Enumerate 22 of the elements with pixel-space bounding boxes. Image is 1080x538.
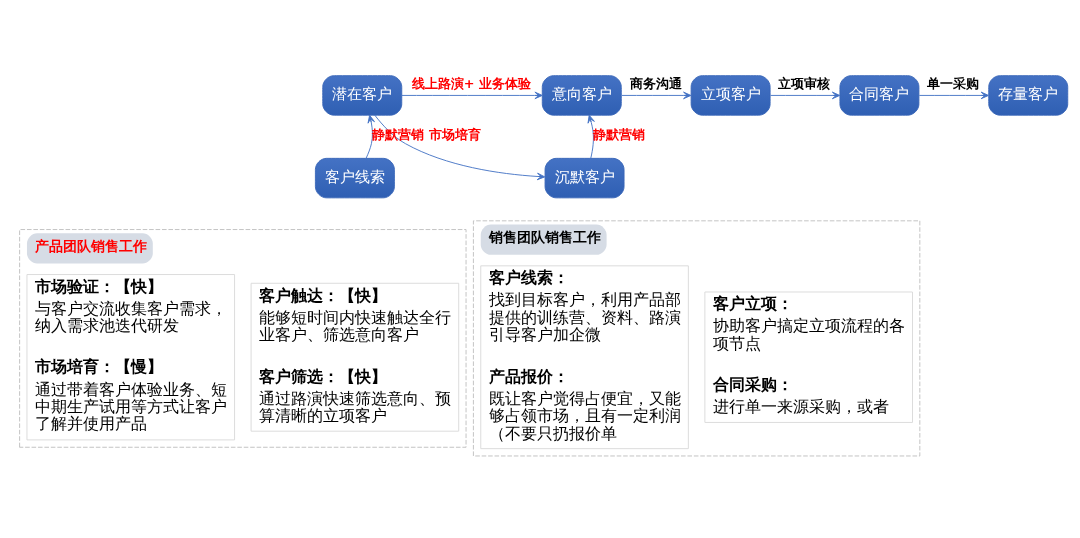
- node-box: 沉默客户: [544, 157, 625, 198]
- arrow: [918, 91, 989, 99]
- arrow: [770, 91, 841, 99]
- node-box: 客户线索: [314, 157, 395, 198]
- arrow: [621, 91, 692, 99]
- edge-label: 静默营销 市场培育: [372, 126, 481, 142]
- node-box: 意向客户: [541, 74, 622, 116]
- node-box: 客户线索： 找到目标客户，利用产品部提供的训练营、资料、路演引导客户加企微 产品报价： 既让客户觉得占便宜，又能够占领市场，且有一定利润（不要只扔报价单: [480, 264, 689, 449]
- edge-label: 静默营销: [592, 126, 645, 142]
- node-box: 存量客户: [988, 74, 1069, 116]
- node-box: 立项客户: [690, 74, 771, 116]
- edge-label: 立项审核: [778, 75, 831, 91]
- node-box: 市场验证：【快】 与客户交流收集客户需求，纳入需求池迭代研发 市场培育：【慢】 通过带着客户体验业务、短中期生产试用等方式让客户了解并使用产品: [26, 273, 235, 440]
- edge-label: 商务沟通: [629, 75, 682, 91]
- arrow: [401, 91, 543, 99]
- arrow: [374, 114, 546, 180]
- edge-label: 单一采购: [927, 75, 980, 91]
- node-box: 客户触达：【快】 能够短时间内快速触达全行业客户、筛选意向客户 客户筛选：【快】 通过路演快速筛选意向、预算清晰的立项客户: [250, 282, 460, 432]
- node-box: 潜在客户: [322, 74, 403, 116]
- edge-label: 线上路演+ 业务体验: [411, 75, 532, 91]
- node-box: 客户立项： 协助客户搞定立项流程的各项节点 合同采购： 进行单一来源采购，或者: [704, 291, 913, 423]
- node-box: 合同客户: [839, 74, 920, 116]
